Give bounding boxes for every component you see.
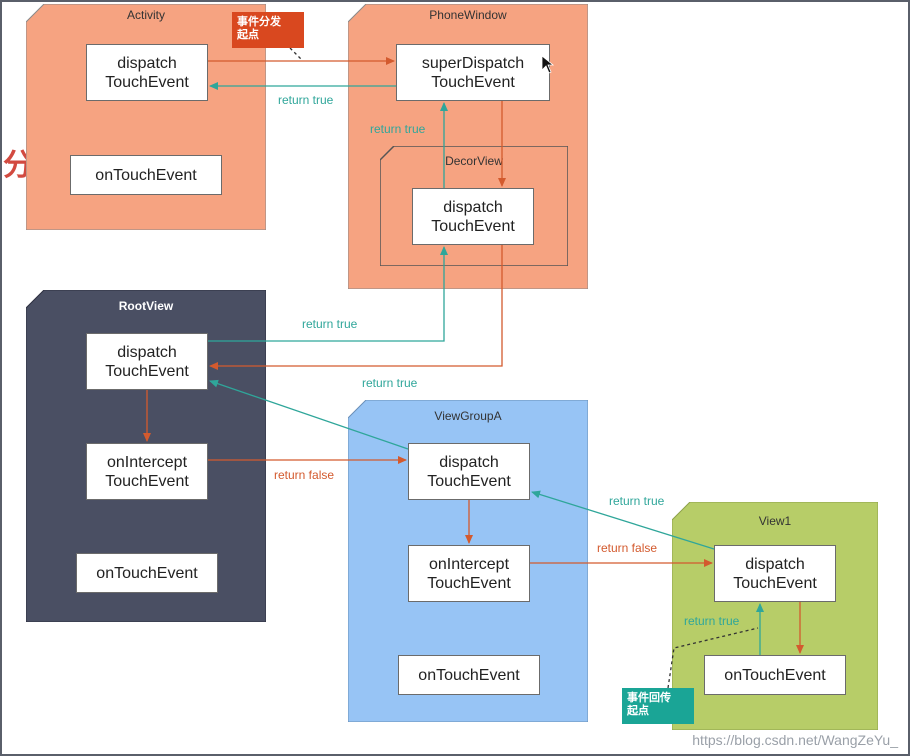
rootview-dispatch-touchevent-node: dispatch TouchEvent bbox=[86, 333, 208, 390]
view1-title: View1 bbox=[758, 514, 792, 528]
arrow-view1-return-to-viewgroupa bbox=[531, 490, 715, 550]
decorview-title: DecorView bbox=[445, 154, 503, 168]
view1-dispatch-touchevent-node: dispatch TouchEvent bbox=[714, 545, 836, 602]
phonewindow-superdispatch-touchevent-node: superDispatch TouchEvent bbox=[396, 44, 550, 101]
arrow-viewgroupa-return-to-rootview bbox=[209, 379, 409, 450]
return-true-label-viewgroupa: return true bbox=[362, 376, 418, 390]
viewgroupa-dispatch-touchevent-node: dispatch TouchEvent bbox=[408, 443, 530, 500]
phonewindow-title: PhoneWindow bbox=[429, 8, 507, 22]
viewgroupa-ontouchevent-node: onTouchEvent bbox=[398, 655, 540, 695]
arrow-rootview-return-to-decorview bbox=[208, 246, 448, 342]
decorview-dispatch-touchevent-node: dispatch TouchEvent bbox=[412, 188, 534, 245]
rootview-ontouchevent-node: onTouchEvent bbox=[76, 553, 218, 593]
activity-dispatch-touchevent-node: dispatch TouchEvent bbox=[86, 44, 208, 101]
return-callout-leader bbox=[667, 627, 759, 689]
return-true-label-view1-inner: return true bbox=[684, 614, 740, 628]
rootview-onintercept-touchevent-node: onIntercept TouchEvent bbox=[86, 443, 208, 500]
viewgroupa-onintercept-touchevent-node: onIntercept TouchEvent bbox=[408, 545, 530, 602]
return-true-label-phonewindow: return true bbox=[370, 122, 426, 136]
viewgroupa-title: ViewGroupA bbox=[434, 409, 502, 423]
start-callout-leader bbox=[289, 47, 303, 61]
rootview-title: RootView bbox=[118, 299, 174, 313]
arrow-decorview-to-rootview bbox=[209, 245, 503, 370]
return-true-label-view1: return true bbox=[609, 494, 665, 508]
return-false-label-viewgroupa: return false bbox=[597, 541, 658, 555]
view1-ontouchevent-node: onTouchEvent bbox=[704, 655, 846, 695]
mouse-cursor-icon bbox=[541, 55, 555, 74]
activity-title: Activity bbox=[126, 8, 165, 22]
activity-ontouchevent-node: onTouchEvent bbox=[70, 155, 222, 195]
return-true-label-rootview: return true bbox=[302, 317, 358, 331]
return-start-callout: 事件回传 起点 bbox=[622, 688, 694, 724]
return-false-label-rootview: return false bbox=[274, 468, 335, 482]
dispatch-start-callout: 事件分发 起点 bbox=[232, 12, 304, 48]
return-true-label-activity: return true bbox=[278, 93, 334, 107]
watermark: https://blog.csdn.net/WangZeYu_ bbox=[692, 732, 898, 748]
